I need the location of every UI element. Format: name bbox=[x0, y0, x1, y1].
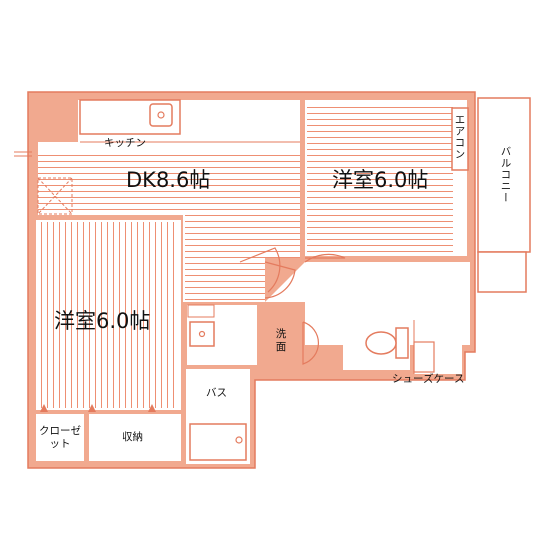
washroom-label: 洗面 bbox=[275, 328, 287, 354]
shoe-case-label: シューズケース bbox=[392, 373, 465, 385]
closet-label: クローゼット bbox=[39, 425, 81, 451]
door-swings bbox=[239, 247, 346, 365]
shoe-case bbox=[413, 341, 435, 373]
toilet bbox=[365, 327, 409, 359]
aircon-label: エアコン bbox=[453, 114, 466, 160]
bath-label: バス bbox=[206, 387, 227, 399]
balcony-label: バルコニー bbox=[499, 146, 512, 204]
washbasin bbox=[187, 304, 215, 347]
western-room-west-label: 洋室6.0帖 bbox=[54, 309, 151, 333]
aircon-unit bbox=[451, 107, 469, 171]
kitchen-label: キッチン bbox=[104, 137, 146, 149]
closet-door-markers bbox=[40, 404, 156, 412]
window-marks bbox=[14, 151, 32, 157]
fridge-space bbox=[37, 177, 73, 215]
dk-label: DK8.6帖 bbox=[126, 168, 211, 192]
flooring-pattern bbox=[38, 102, 453, 408]
bathtub bbox=[189, 423, 247, 461]
western-room-east-label: 洋室6.0帖 bbox=[332, 168, 429, 192]
kitchen-counter bbox=[79, 99, 300, 143]
storage-label: 収納 bbox=[122, 431, 143, 443]
